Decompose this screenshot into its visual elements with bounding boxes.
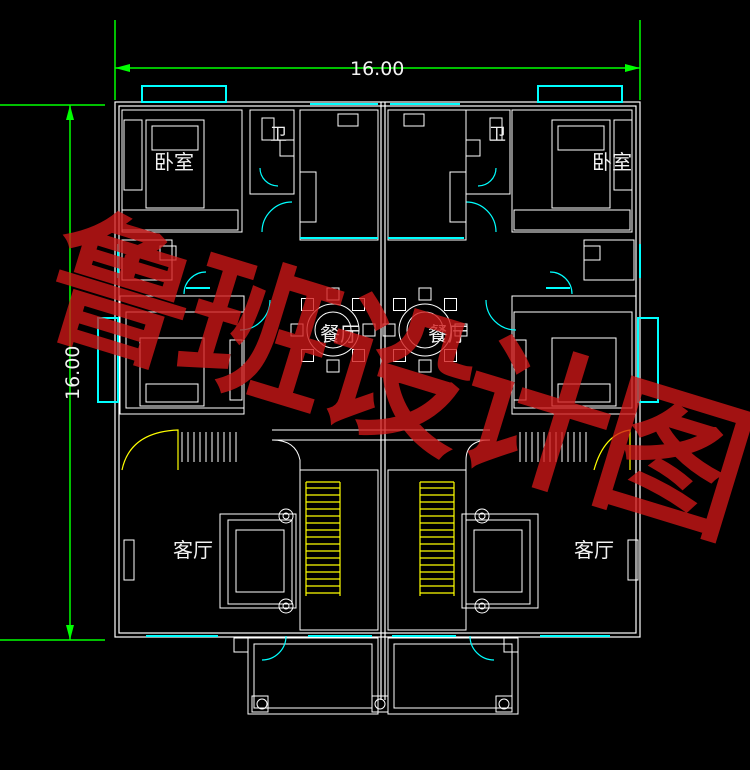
dining-chair xyxy=(418,287,432,301)
dimension-lines xyxy=(0,20,641,641)
dimension-width-label: 16.00 xyxy=(350,58,405,80)
dining-chair xyxy=(382,323,396,337)
dining-chair xyxy=(326,359,340,373)
room-label-living-left: 客厅 xyxy=(173,538,213,562)
dining-chair xyxy=(301,298,314,311)
dining-chair xyxy=(418,359,432,373)
dining-chair xyxy=(362,323,376,337)
furniture xyxy=(121,113,639,605)
room-label-bath-right: 卫 xyxy=(489,125,506,145)
dining-sets xyxy=(290,287,468,373)
interior-walls xyxy=(119,109,637,715)
room-label-dining-right: 餐厅 xyxy=(428,322,468,346)
dining-chair xyxy=(290,323,304,337)
dining-chair xyxy=(444,298,457,311)
room-label-bath-left: 卫 xyxy=(270,125,287,145)
dining-chair xyxy=(326,287,340,301)
room-label-bedroom-left: 卧室 xyxy=(154,150,194,174)
dining-chair xyxy=(444,349,457,362)
tea-tables xyxy=(256,508,510,710)
door-swings xyxy=(183,167,573,661)
stairs xyxy=(121,429,631,596)
room-label-bedroom-right: 卧室 xyxy=(592,150,632,174)
windows xyxy=(97,85,659,637)
dimension-height-label: 16.00 xyxy=(62,345,84,400)
dining-chair xyxy=(352,298,365,311)
stair-landings xyxy=(181,432,587,462)
dining-chair xyxy=(454,323,468,337)
room-label-dining-left: 餐厅 xyxy=(320,322,360,346)
dining-chair xyxy=(393,349,406,362)
room-label-living-right: 客厅 xyxy=(574,538,614,562)
dining-chair xyxy=(393,298,406,311)
dining-chair xyxy=(352,349,365,362)
dining-chair xyxy=(301,349,314,362)
